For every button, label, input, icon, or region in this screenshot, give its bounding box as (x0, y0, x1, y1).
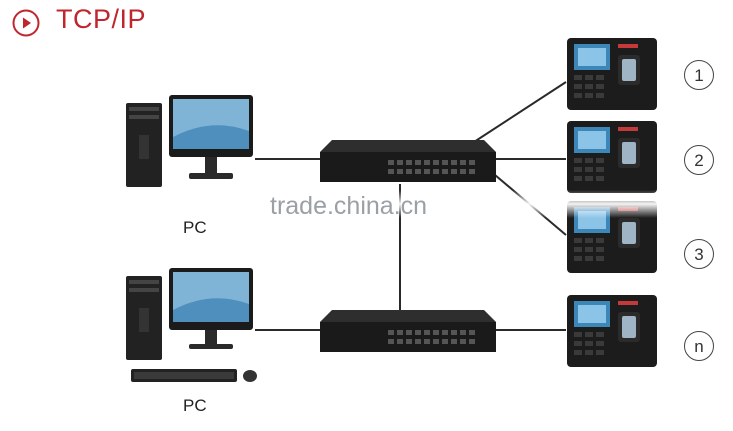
terminal-marker-2: 2 (684, 145, 714, 175)
terminal-marker-n: n (684, 331, 714, 361)
network-switch-icon (320, 140, 496, 182)
desktop-pc-icon (126, 95, 253, 187)
pc-label-1: PC (183, 218, 207, 237)
fingerprint-terminal-icon (567, 295, 657, 367)
wire-switch1-terminal1 (473, 81, 567, 143)
fingerprint-terminal-icon (567, 121, 657, 193)
pc-label-2: PC (183, 396, 207, 415)
watermark-text: trade.china.cn (270, 192, 428, 220)
terminal-marker-3: 3 (684, 239, 714, 269)
network-switch-icon (320, 310, 496, 352)
terminal-marker-1: 1 (684, 60, 714, 90)
fingerprint-terminal-icon (567, 38, 657, 110)
watermark-band (150, 190, 670, 218)
play-circle-icon (12, 9, 40, 37)
keyboard-icon (131, 369, 257, 382)
desktop-pc-icon (126, 268, 253, 360)
page-title: TCP/IP (56, 4, 147, 34)
